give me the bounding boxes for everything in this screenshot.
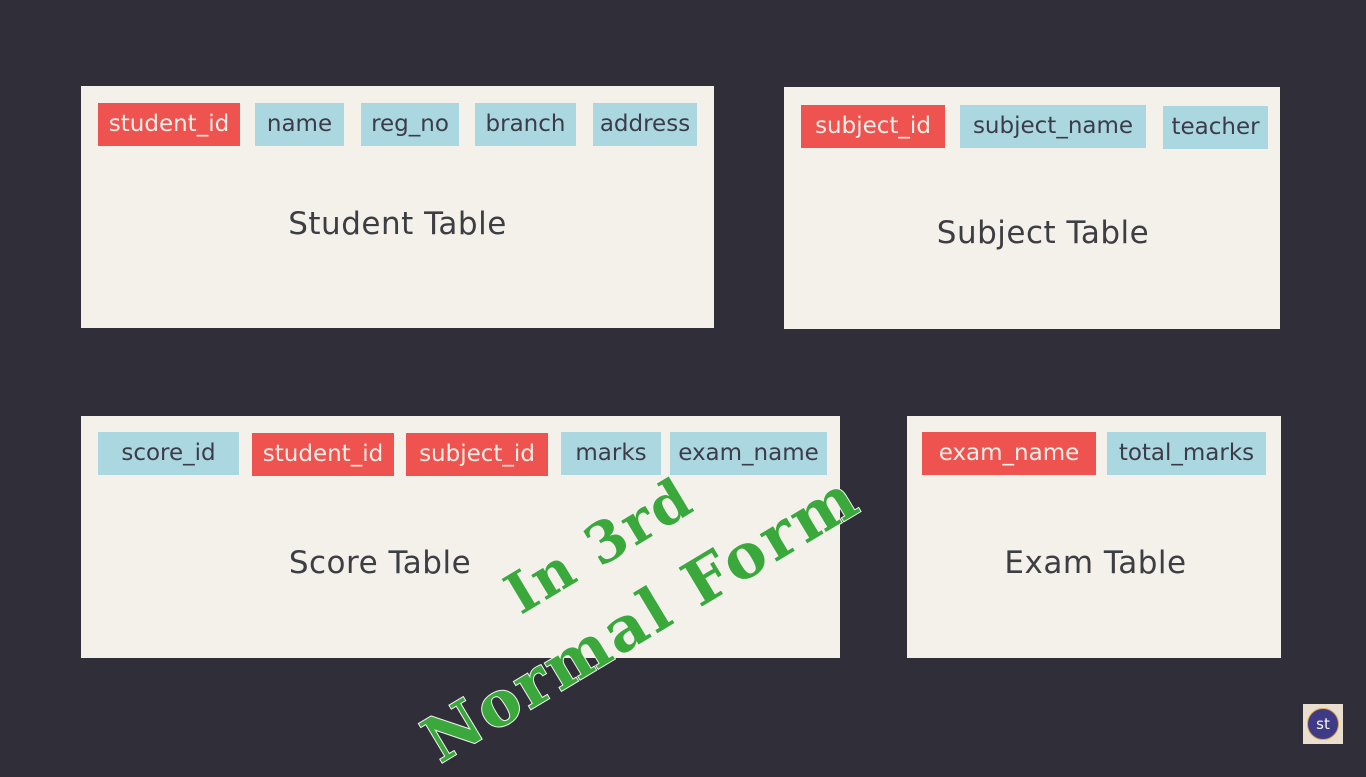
- channel-logo-badge: st: [1303, 704, 1343, 744]
- student-table-field-name: name: [255, 103, 344, 146]
- subject-table-field-teacher: teacher: [1163, 106, 1268, 149]
- exam-table-field-total-marks: total_marks: [1107, 432, 1266, 475]
- logo-icon: st: [1307, 708, 1339, 740]
- score-table-title: Score Table: [288, 545, 472, 581]
- student-table-field-branch: branch: [475, 103, 576, 146]
- score-table-card: score_id student_id subject_id marks exa…: [81, 416, 840, 658]
- score-table-field-score-id: score_id: [98, 432, 239, 475]
- score-table-field-exam-name: exam_name: [670, 432, 827, 475]
- student-table-card: student_id name reg_no branch address St…: [81, 86, 714, 328]
- subject-table-card: subject_id subject_name teacher Subject …: [784, 87, 1280, 329]
- exam-table-field-exam-name: exam_name: [922, 432, 1096, 475]
- exam-table-card: exam_name total_marks Exam Table: [907, 416, 1281, 658]
- score-table-field-marks: marks: [561, 432, 661, 475]
- student-table-field-student-id: student_id: [98, 103, 240, 146]
- subject-table-title: Subject Table: [936, 215, 1150, 251]
- subject-table-field-subject-name: subject_name: [960, 105, 1146, 148]
- student-table-field-reg-no: reg_no: [361, 103, 459, 146]
- student-table-title: Student Table: [288, 206, 507, 242]
- score-table-field-subject-id: subject_id: [406, 433, 548, 476]
- score-table-field-student-id: student_id: [252, 433, 394, 476]
- exam-table-title: Exam Table: [1004, 545, 1187, 581]
- student-table-field-address: address: [593, 103, 697, 146]
- subject-table-field-subject-id: subject_id: [801, 105, 945, 148]
